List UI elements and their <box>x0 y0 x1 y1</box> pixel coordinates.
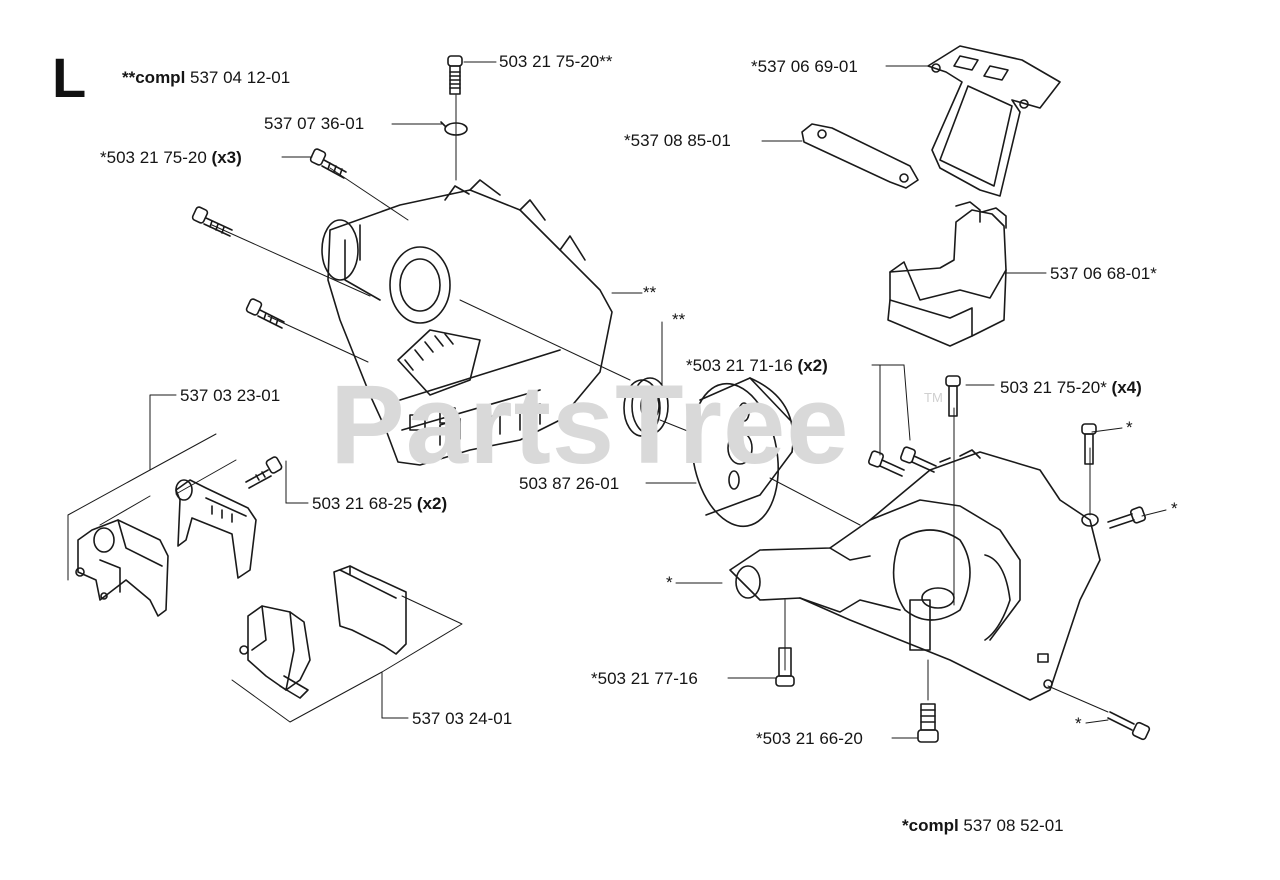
part-label: 503 21 68-25 (x2) <box>312 494 448 513</box>
section-letter: L <box>52 46 87 109</box>
compl-label-bottom: *compl 537 08 52-01 <box>902 816 1064 835</box>
part-label: *503 21 75-20 (x3) <box>100 148 242 167</box>
part-label: 503 21 75-20** <box>499 52 613 71</box>
screw-icon <box>1081 423 1097 465</box>
part-label: ** <box>643 283 657 302</box>
screw-icon <box>775 647 795 687</box>
part-label: * <box>1075 714 1082 733</box>
screw-icon <box>245 298 285 329</box>
part-label: * <box>1171 499 1178 518</box>
screw-icon <box>191 206 233 237</box>
part-label: * <box>666 573 673 592</box>
leader-lines <box>67 61 1167 739</box>
screw-icon <box>309 148 347 179</box>
clutch-drum <box>687 377 794 528</box>
crankcase <box>729 449 1101 701</box>
part-label: ** <box>672 310 686 329</box>
cylinder-bracket-part <box>175 479 257 579</box>
part-label: 537 06 68-01* <box>1050 264 1157 283</box>
screw-icon <box>447 55 463 95</box>
part-label: *503 21 77-16 <box>591 669 698 688</box>
watermark-trademark: TM <box>924 390 943 405</box>
screw-icon <box>945 375 961 417</box>
part-label: 537 07 36-01 <box>264 114 365 133</box>
mount-bracket <box>927 45 1061 197</box>
screw-icon <box>917 703 939 743</box>
part-label: *537 06 69-01 <box>751 57 858 76</box>
part-label: *503 21 71-16 (x2) <box>686 356 828 375</box>
part-label: *503 21 66-20 <box>756 729 863 748</box>
clutch-housing <box>321 179 613 466</box>
compl-label-top: **compl 537 04 12-01 <box>122 68 291 87</box>
screw-icon <box>1107 506 1146 529</box>
part-label: * <box>1126 418 1133 437</box>
rubber-sleeve-part <box>239 605 311 699</box>
gasket-plate <box>801 123 919 189</box>
circlip-icon <box>440 121 468 136</box>
screw-icon <box>1107 711 1151 741</box>
bearing-icon <box>623 377 669 437</box>
part-label: *537 08 85-01 <box>624 131 731 150</box>
part-label: 537 03 23-01 <box>180 386 281 405</box>
rubber-sleeve-part <box>333 565 407 655</box>
screw-icon <box>245 456 283 489</box>
watermark-text: PartsTree <box>330 362 850 487</box>
part-label: 503 87 26-01 <box>519 474 620 493</box>
part-label: 537 03 24-01 <box>412 709 513 728</box>
cylinder-cover <box>887 201 1007 347</box>
screw-icon <box>868 446 937 477</box>
cylinder-housing-part <box>75 519 169 617</box>
part-label: 503 21 75-20* (x4) <box>1000 378 1142 397</box>
